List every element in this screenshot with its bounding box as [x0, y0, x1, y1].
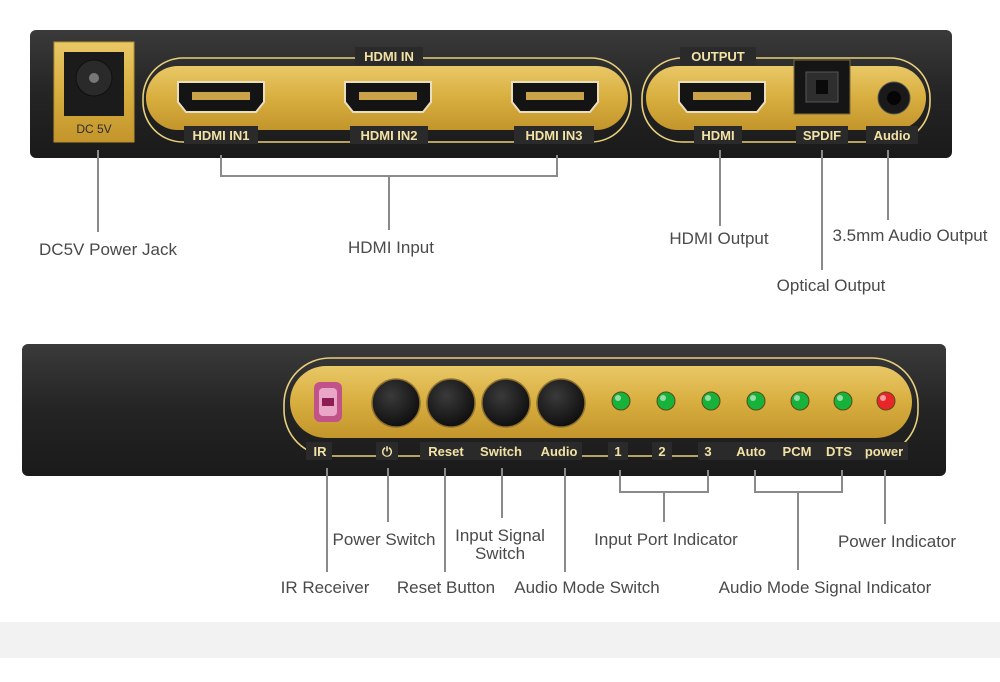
power-led-label: power	[865, 444, 903, 459]
led-pcm	[790, 391, 810, 411]
power-symbol-icon: ⏻	[382, 444, 393, 459]
ir-receiver	[314, 382, 342, 422]
led-pcm-highlight	[794, 395, 800, 401]
led-power	[876, 391, 896, 411]
hdmi-in-title: HDMI IN	[364, 49, 414, 64]
dc-label: DC 5V	[76, 122, 111, 136]
reset-label: Reset	[428, 444, 464, 459]
spdif-port	[793, 59, 851, 115]
audio-jack	[877, 81, 911, 115]
output-title: OUTPUT	[691, 49, 745, 64]
callout-audio-output: 3.5mm Audio Output	[833, 226, 988, 245]
led-port1-highlight	[615, 395, 621, 401]
callout-hdmi-input: HDMI Input	[348, 238, 434, 257]
reset-button[interactable]	[426, 378, 476, 428]
rear-panel: DC 5V HDMI IN HDMI IN1 HDM	[30, 30, 952, 158]
hdmi-port-in1	[177, 81, 265, 113]
port3-label: 3	[704, 444, 711, 459]
led-port2-highlight	[660, 395, 666, 401]
led-row	[611, 391, 896, 411]
hdmi-in-group: HDMI IN HDMI IN1 HDMI IN2 HDMI IN3	[142, 47, 632, 144]
dts-label: DTS	[826, 444, 852, 459]
switch-button[interactable]	[481, 378, 531, 428]
rear-callout-lines	[97, 150, 889, 270]
front-panel: IR ⏻ Reset Switch Audio 1 2 3 Auto PCM D…	[22, 344, 946, 476]
dc-jack: DC 5V	[53, 41, 135, 143]
output-group: OUTPUT HDMI SPDIF Audio	[641, 47, 931, 144]
callout-input-port-indicator: Input Port Indicator	[594, 530, 738, 549]
callout-ir-receiver: IR Receiver	[281, 578, 370, 597]
front-callout-lines	[326, 468, 886, 572]
port2-label: 2	[658, 444, 665, 459]
auto-label: Auto	[736, 444, 766, 459]
power-button[interactable]	[371, 378, 421, 428]
callout-hdmi-output: HDMI Output	[669, 229, 768, 248]
hdmi-output-port	[678, 81, 766, 113]
callout-optical-output: Optical Output	[777, 276, 886, 295]
hdmi-in1-label: HDMI IN1	[192, 128, 249, 143]
callout-input-switch-line2: Switch	[475, 544, 525, 563]
ir-label: IR	[314, 444, 328, 459]
led-dts	[833, 391, 853, 411]
callout-power-switch: Power Switch	[333, 530, 436, 549]
audio-label: Audio	[541, 444, 578, 459]
footer-strip	[0, 622, 1000, 658]
hdmi-in3-label: HDMI IN3	[525, 128, 582, 143]
hdmi-out-label: HDMI	[701, 128, 734, 143]
hdmi-port-in3	[511, 81, 599, 113]
led-auto	[746, 391, 766, 411]
led-port1	[611, 391, 631, 411]
callout-dc-jack: DC5V Power Jack	[39, 240, 177, 259]
callout-audio-mode-switch: Audio Mode Switch	[514, 578, 660, 597]
led-power-highlight	[880, 395, 886, 401]
hdmi-in2-label: HDMI IN2	[360, 128, 417, 143]
pcm-label: PCM	[783, 444, 812, 459]
hdmi-port-in2	[344, 81, 432, 113]
led-dts-highlight	[837, 395, 843, 401]
switch-label: Switch	[480, 444, 522, 459]
port1-label: 1	[614, 444, 621, 459]
callout-audio-mode-signal: Audio Mode Signal Indicator	[719, 578, 932, 597]
spdif-label: SPDIF	[803, 128, 841, 143]
led-auto-highlight	[750, 395, 756, 401]
led-port3-highlight	[705, 395, 711, 401]
led-port3	[701, 391, 721, 411]
callout-input-switch-line1: Input Signal	[455, 526, 545, 545]
callout-reset-button: Reset Button	[397, 578, 495, 597]
audio-button[interactable]	[536, 378, 586, 428]
callout-power-indicator: Power Indicator	[838, 532, 956, 551]
audio-out-label: Audio	[874, 128, 911, 143]
led-port2	[656, 391, 676, 411]
